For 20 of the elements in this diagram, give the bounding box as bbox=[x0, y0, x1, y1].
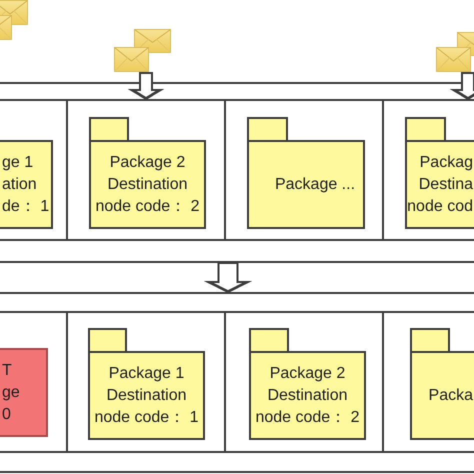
package-label: Package 1 Destination node code： 1 bbox=[93, 364, 200, 428]
package-label: Package ... bbox=[274, 175, 356, 195]
block-arrow bbox=[128, 72, 164, 100]
envelope-icon bbox=[134, 29, 171, 53]
package-label: ge 1 ation de： 1 bbox=[2, 153, 50, 217]
package-label: Package 2 Destination node code： 2 bbox=[254, 364, 361, 428]
package-label: Packa bbox=[428, 386, 473, 406]
band bbox=[0, 261, 474, 294]
block-arrow bbox=[450, 72, 474, 100]
package-folder bbox=[88, 328, 205, 440]
slot-frame bbox=[66, 311, 226, 453]
package-folder bbox=[89, 117, 206, 229]
envelope-icon bbox=[114, 47, 149, 72]
package-label: Packag Destina node cod bbox=[406, 153, 473, 217]
direction-arrow bbox=[204, 262, 252, 293]
package-label: Package 2 Destination node code： 2 bbox=[94, 153, 201, 217]
package-folder bbox=[249, 328, 366, 440]
package-folder bbox=[247, 117, 365, 229]
package-label: T ge 0 bbox=[2, 361, 21, 425]
slot-frame bbox=[224, 311, 384, 453]
